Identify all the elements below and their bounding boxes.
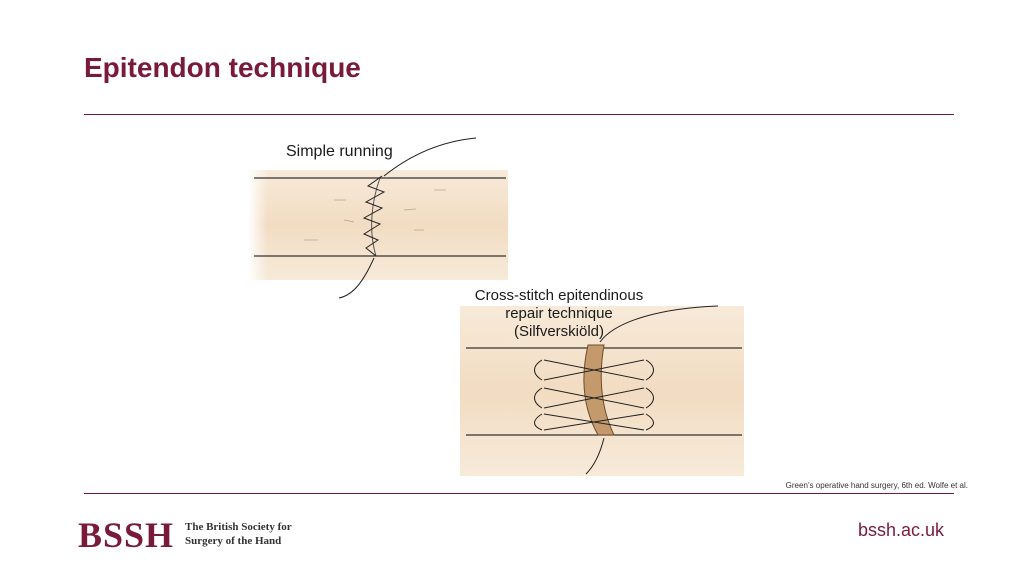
cross-stitch-label: Cross-stitch epitendinous repair techniq… — [454, 287, 664, 341]
bssh-logo: BSSH The British Society for Surgery of … — [78, 514, 318, 555]
tendon-illustration — [248, 137, 744, 476]
footer-divider — [84, 493, 954, 494]
cross-stitch-tendon — [460, 305, 744, 476]
tendon-repair-figure: Simple running Cross-stitch epitendinous… — [244, 130, 774, 492]
title-divider — [84, 114, 954, 115]
simple-running-tendon — [248, 137, 508, 299]
logo-line1: The British Society for — [185, 521, 292, 533]
website-link[interactable]: bssh.ac.uk — [857, 520, 944, 540]
cross-stitch-label-line1: Cross-stitch epitendinous — [474, 287, 644, 304]
logo-subtitle: The British Society for Surgery of the H… — [185, 520, 292, 548]
figure-citation: Green’s operative hand surgery, 6th ed. … — [785, 481, 968, 490]
logo-line2: Surgery of the Hand — [185, 535, 282, 547]
cross-stitch-label-line3: (Silfverskiöld) — [513, 323, 604, 340]
cross-stitch-label-line2: repair technique — [505, 305, 613, 322]
simple-running-label: Simple running — [286, 143, 393, 160]
logo-mark: BSSH — [78, 515, 175, 555]
slide-title: Epitendon technique — [84, 52, 361, 83]
